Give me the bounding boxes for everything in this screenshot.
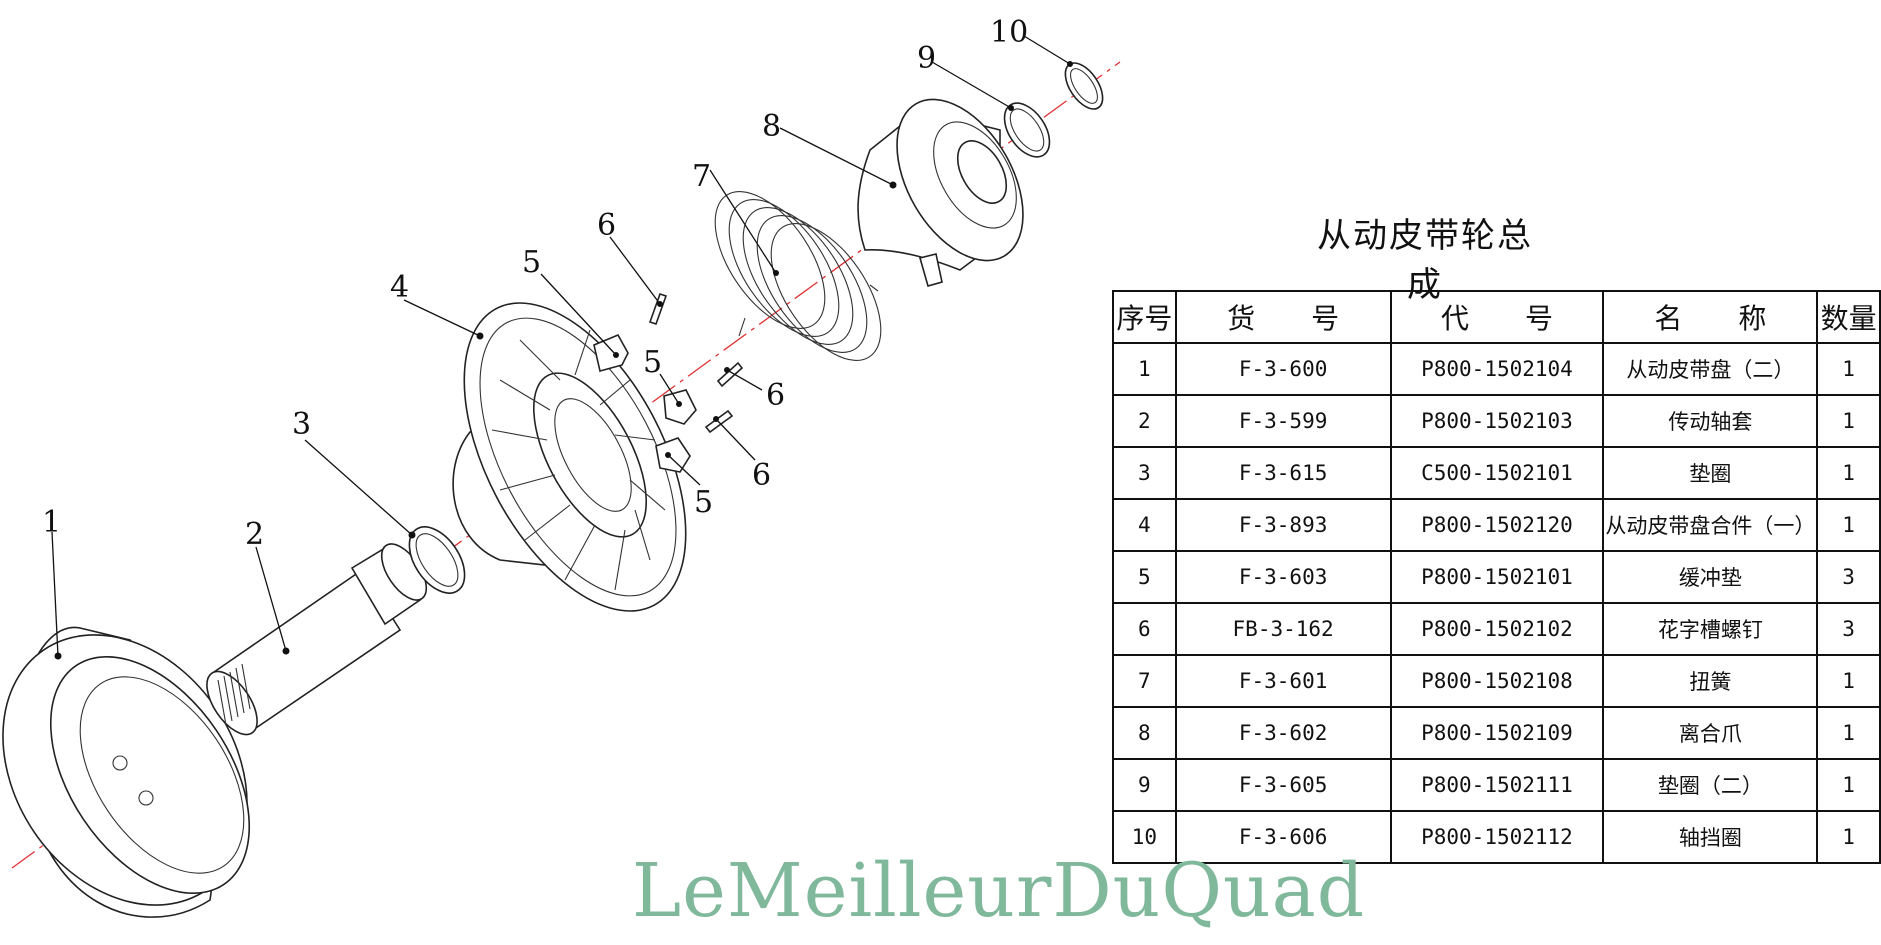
callout-2: 2 [245, 517, 264, 552]
callout-1: 1 [42, 505, 61, 540]
cell-name: 垫圈（二） [1602, 758, 1819, 812]
parts-list-table: 序号 货 号 代 号 名 称 数量 1 F-3-600 P800-1502104… [1112, 290, 1881, 864]
cell-part-no: FB-3-162 [1174, 602, 1392, 656]
cell-qty: 1 [1816, 706, 1881, 760]
cell-index: 6 [1112, 602, 1177, 656]
cell-name: 垫圈 [1602, 446, 1819, 500]
cell-name: 从动皮带盘合件（一） [1602, 498, 1819, 552]
cell-index: 4 [1112, 498, 1177, 552]
part-6-screws [648, 292, 744, 434]
callout-7: 7 [692, 159, 711, 194]
part-2-shaft-sleeve [206, 543, 428, 736]
table-row: 6 FB-3-162 P800-1502102 花字槽螺钉 3 [1112, 602, 1881, 656]
cell-part-no: F-3-893 [1174, 498, 1392, 552]
header-name: 名 称 [1602, 290, 1819, 344]
cell-index: 5 [1112, 550, 1177, 604]
cell-index: 10 [1112, 810, 1177, 864]
table-row: 1 F-3-600 P800-1502104 从动皮带盘（二） 1 [1112, 342, 1881, 396]
table-row: 7 F-3-601 P800-1502108 扭簧 1 [1112, 654, 1881, 708]
callout-6a: 6 [597, 208, 616, 243]
callout-6b: 6 [766, 378, 785, 413]
table-row: 8 F-3-602 P800-1502109 离合爪 1 [1112, 706, 1881, 760]
cell-code: P800-1502111 [1389, 758, 1605, 812]
cell-name: 扭簧 [1602, 654, 1819, 708]
part-9-washer [1003, 102, 1051, 158]
part-7-torsion-spring [714, 191, 882, 361]
cell-part-no: F-3-603 [1174, 550, 1392, 604]
table-row: 3 F-3-615 C500-1502101 垫圈 1 [1112, 446, 1881, 500]
cell-name: 从动皮带盘（二） [1602, 342, 1819, 396]
callout-10: 10 [990, 15, 1028, 50]
cell-qty: 3 [1816, 550, 1881, 604]
part-8-clutch-claw [857, 98, 1024, 287]
cell-qty: 1 [1816, 498, 1881, 552]
callout-4: 4 [390, 270, 409, 305]
cell-part-no: F-3-606 [1174, 810, 1392, 864]
cell-qty: 1 [1816, 654, 1881, 708]
cell-qty: 3 [1816, 602, 1881, 656]
cell-qty: 1 [1816, 342, 1881, 396]
assembly-title: 从动皮带轮总成 [1317, 216, 1533, 305]
cell-code: P800-1502112 [1389, 810, 1605, 864]
table-row: 9 F-3-605 P800-1502111 垫圈（二） 1 [1112, 758, 1881, 812]
cell-part-no: F-3-605 [1174, 758, 1392, 812]
cell-code: C500-1502101 [1389, 446, 1605, 500]
part-4-pulley-assembly [452, 302, 687, 612]
cell-code: P800-1502104 [1389, 342, 1605, 396]
cell-name: 缓冲垫 [1602, 550, 1819, 604]
leader-lines [51, 35, 1071, 657]
cell-code: P800-1502120 [1389, 498, 1605, 552]
callout-6c: 6 [752, 458, 771, 493]
table-row: 10 F-3-606 P800-1502112 轴挡圈 1 [1112, 810, 1881, 864]
cell-part-no: F-3-599 [1174, 394, 1392, 448]
cell-index: 1 [1112, 342, 1177, 396]
callout-5b: 5 [643, 345, 662, 380]
part-10-retaining-ring [1064, 61, 1104, 110]
cell-code: P800-1502109 [1389, 706, 1605, 760]
callout-3: 3 [292, 407, 311, 442]
table-row: 4 F-3-893 P800-1502120 从动皮带盘合件（一） 1 [1112, 498, 1881, 552]
cell-qty: 1 [1816, 446, 1881, 500]
table-row: 5 F-3-603 P800-1502101 缓冲垫 3 [1112, 550, 1881, 604]
callout-5c: 5 [694, 485, 713, 520]
cell-name: 离合爪 [1602, 706, 1819, 760]
part-3-washer [408, 526, 466, 594]
cell-qty: 1 [1816, 394, 1881, 448]
cell-code: P800-1502102 [1389, 602, 1605, 656]
table-row: 2 F-3-599 P800-1502103 传动轴套 1 [1112, 394, 1881, 448]
watermark-text: LeMeilleurDuQuad [632, 848, 1366, 934]
header-qty: 数量 [1816, 290, 1881, 344]
cell-index: 9 [1112, 758, 1177, 812]
cell-code: P800-1502103 [1389, 394, 1605, 448]
cell-part-no: F-3-601 [1174, 654, 1392, 708]
cell-part-no: F-3-615 [1174, 446, 1392, 500]
cell-name: 轴挡圈 [1602, 810, 1819, 864]
callout-9: 9 [917, 41, 936, 76]
cell-index: 7 [1112, 654, 1177, 708]
cell-name: 花字槽螺钉 [1602, 602, 1819, 656]
callout-5a: 5 [522, 245, 541, 280]
callout-8: 8 [762, 109, 781, 144]
header-index: 序号 [1112, 290, 1177, 344]
cell-code: P800-1502101 [1389, 550, 1605, 604]
cell-qty: 1 [1816, 810, 1881, 864]
cell-index: 2 [1112, 394, 1177, 448]
cell-code: P800-1502108 [1389, 654, 1605, 708]
part-5-buffer-pads [593, 333, 697, 473]
cell-qty: 1 [1816, 758, 1881, 812]
part-1-pulley-disc [2, 626, 251, 918]
table-header-row: 序号 货 号 代 号 名 称 数量 [1112, 290, 1881, 344]
cell-index: 8 [1112, 706, 1177, 760]
cell-name: 传动轴套 [1602, 394, 1819, 448]
cell-part-no: F-3-602 [1174, 706, 1392, 760]
header-code: 代 号 [1389, 290, 1605, 344]
cell-index: 3 [1112, 446, 1177, 500]
cell-part-no: F-3-600 [1174, 342, 1392, 396]
header-part-no: 货 号 [1174, 290, 1392, 344]
